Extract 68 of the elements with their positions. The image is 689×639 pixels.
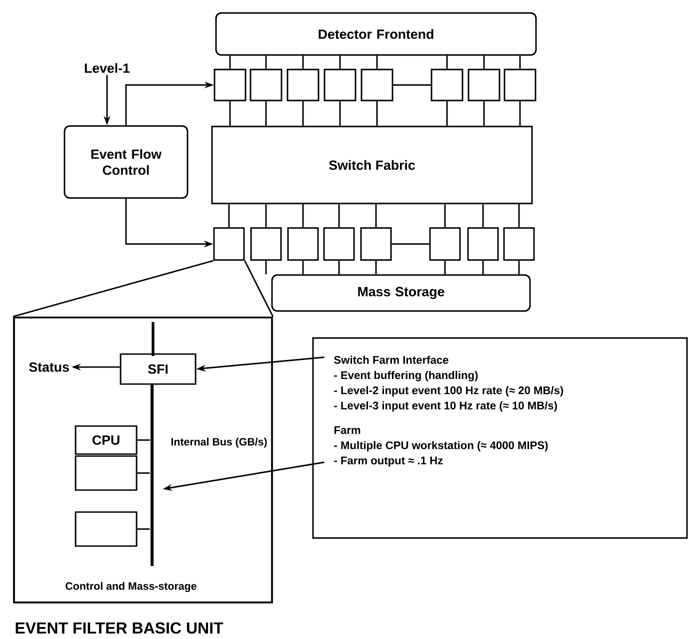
zoom-line	[244, 260, 274, 317]
connector-line	[265, 56, 267, 69]
connector-line	[482, 260, 484, 274]
port-box	[250, 227, 282, 261]
port-box	[430, 68, 464, 102]
port-box	[213, 227, 245, 261]
connector-line	[339, 101, 341, 126]
connector-line	[483, 101, 485, 126]
port-box	[287, 227, 319, 261]
port-box	[323, 227, 355, 261]
connector-line	[137, 472, 150, 474]
connector-line	[518, 204, 520, 228]
connector-line	[446, 101, 448, 126]
connector-line	[392, 243, 430, 245]
port-box	[214, 68, 246, 102]
output-label: Status	[29, 362, 69, 372]
port-box	[468, 68, 500, 102]
connector-line	[375, 204, 377, 228]
process-box: SFI	[120, 353, 196, 385]
process-box: Event Flow Control	[64, 125, 188, 199]
connector-line	[137, 439, 150, 441]
connector-line	[519, 101, 521, 126]
bus-label: Control and Mass-storage	[66, 582, 196, 592]
port-box	[286, 68, 320, 102]
connector-line	[444, 260, 446, 274]
process-box: Detector Frontend	[215, 12, 537, 56]
connector-line	[265, 101, 267, 126]
connector-line	[338, 204, 340, 228]
input-label: Level-1	[84, 63, 130, 73]
connector-line	[229, 101, 231, 126]
connector-line	[376, 56, 378, 69]
port-box	[504, 68, 536, 102]
process-box: Mass Storage	[271, 274, 531, 312]
connector-line	[518, 260, 520, 274]
connector-line	[482, 204, 484, 228]
note-box: Switch Farm Interface - Event buffering (handling) - Level-2 input event 100 Hz rate (≈ 20 MB/s) - Level-3 input event 10 Hz rate (≈ 10 MB/s) Farm - Multiple CPU workstation (≈ 4000 MIPS) - Farm output ≈ .1 Hz	[312, 337, 688, 539]
port-box	[360, 68, 394, 102]
port-box	[467, 227, 499, 261]
connector-line	[265, 260, 267, 274]
port-box	[250, 68, 282, 102]
connector-line	[302, 204, 304, 228]
zoom-line	[12, 260, 214, 318]
module-box	[74, 511, 138, 547]
connector-line	[302, 56, 304, 69]
module-box	[74, 455, 138, 491]
port-box	[503, 227, 535, 261]
connector-line	[519, 56, 521, 69]
process-box: CPU	[74, 425, 138, 455]
unit-title: EVENT FILTER BASIC UNIT	[16, 622, 224, 634]
bus-label: Internal Bus (GB/s)	[171, 438, 267, 448]
port-box	[429, 227, 461, 261]
connector-line	[376, 101, 378, 126]
connector-line	[338, 260, 340, 274]
connector-line	[302, 101, 304, 126]
connector-line	[393, 84, 431, 86]
connector-line	[265, 204, 267, 228]
connector-line	[375, 260, 377, 274]
connector-line	[228, 204, 230, 228]
port-box	[360, 227, 392, 261]
connector-line	[137, 528, 150, 530]
connector-line	[446, 56, 448, 69]
process-box: Switch Fabric	[211, 126, 533, 204]
connector-line	[302, 260, 304, 274]
connector-line	[229, 56, 231, 69]
port-box	[324, 68, 356, 102]
connector-line	[444, 204, 446, 228]
connector-line	[483, 56, 485, 69]
connector-line	[339, 56, 341, 69]
